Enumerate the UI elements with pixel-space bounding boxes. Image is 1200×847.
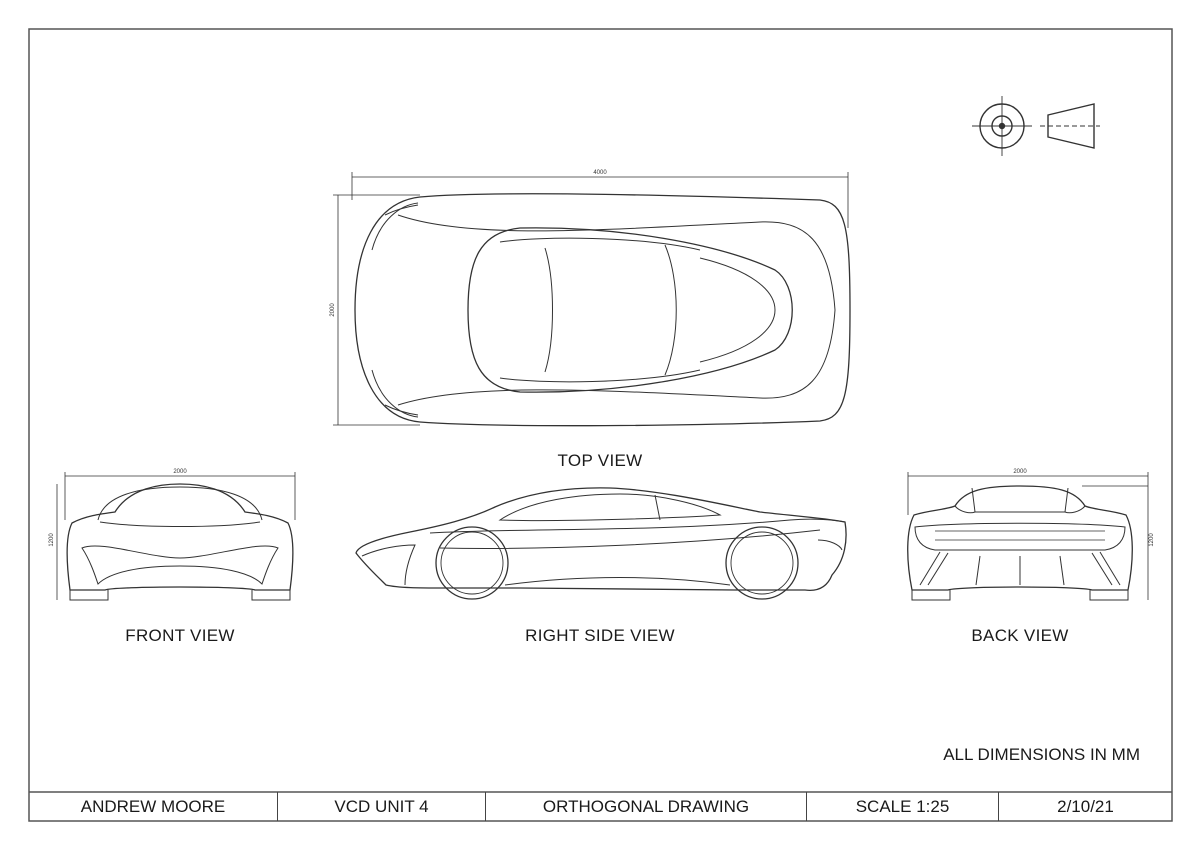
back-height-dimension: 1200 <box>1149 533 1155 547</box>
front-height-dimension: 1200 <box>49 533 55 547</box>
title-block-title: ORTHOGONAL DRAWING <box>486 792 807 821</box>
dimensions-note: ALL DIMENSIONS IN MM <box>943 745 1140 764</box>
back-view-label: BACK VIEW <box>971 626 1069 645</box>
top-length-dimension: 4000 <box>593 170 607 176</box>
side-view-drawing <box>355 487 847 600</box>
side-view-label: RIGHT SIDE VIEW <box>525 626 675 645</box>
title-block-date: 2/10/21 <box>1057 796 1114 816</box>
title-block-scale: SCALE 1:25 <box>807 792 999 821</box>
third-angle-projection-icon <box>972 96 1100 156</box>
front-view-drawing <box>56 472 296 601</box>
top-width-dimension: 2000 <box>330 303 336 317</box>
top-view-label: TOP VIEW <box>557 451 643 470</box>
sheet-border <box>28 28 1173 822</box>
title-block-unit: VCD UNIT 4 <box>278 792 486 821</box>
front-width-dimension: 2000 <box>173 469 187 475</box>
back-width-dimension: 2000 <box>1013 469 1027 475</box>
title-block-author: ANDREW MOORE <box>29 792 278 821</box>
front-view-label: FRONT VIEW <box>125 626 235 645</box>
top-view-drawing <box>333 172 851 427</box>
title-block: ANDREW MOORE VCD UNIT 4 ORTHOGONAL DRAWI… <box>29 792 1172 821</box>
back-view-drawing <box>907 472 1149 601</box>
